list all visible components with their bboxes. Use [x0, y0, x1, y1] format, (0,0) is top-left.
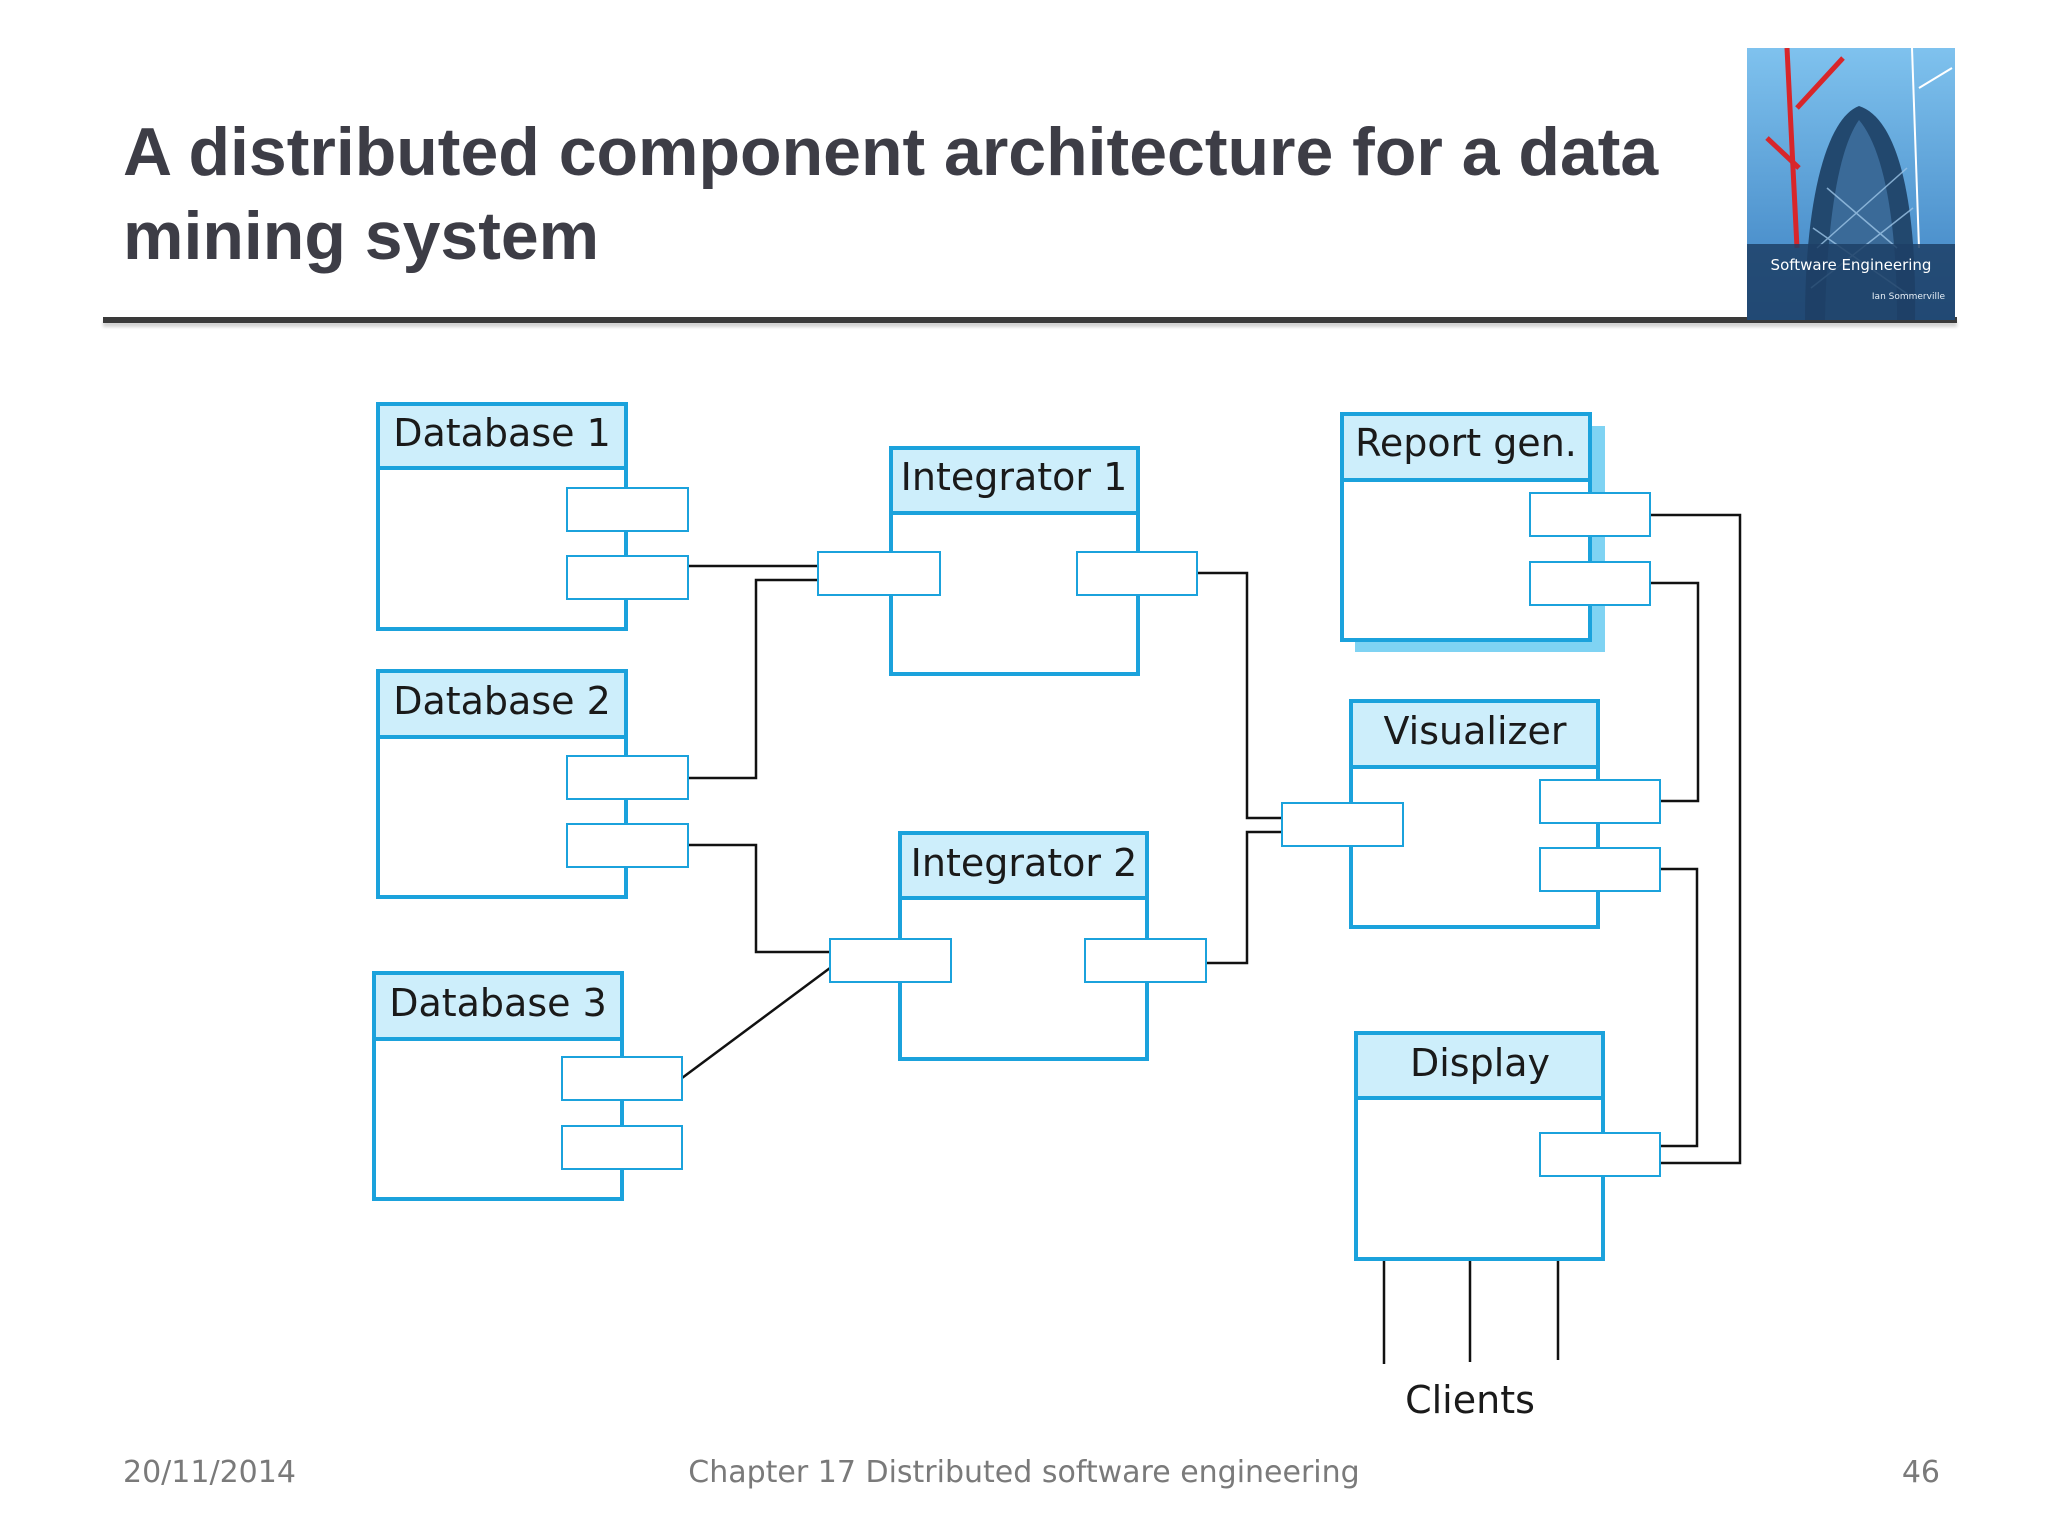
- interface-port: [566, 487, 689, 532]
- interface-port: [1539, 847, 1661, 892]
- component-database-3: Database 3: [372, 971, 683, 1201]
- interface-port: [1539, 779, 1661, 824]
- interface-port: [817, 551, 941, 596]
- interface-port: [829, 938, 952, 983]
- slide-title: A distributed component architecture for…: [123, 114, 1659, 274]
- interface-port: [1529, 492, 1651, 537]
- footer-chapter: Chapter 17 Distributed software engineer…: [688, 1455, 1360, 1490]
- component-label: Visualizer: [1384, 709, 1567, 753]
- component-display: Display: [1354, 1031, 1661, 1261]
- connectors: [681, 513, 1742, 1364]
- link-visualizer-display: [1660, 867, 1699, 1148]
- link-int2-visualizer: [1206, 830, 1282, 965]
- footer-page-number: 46: [1901, 1455, 1940, 1490]
- component-label: Display: [1410, 1041, 1550, 1085]
- interface-port: [566, 555, 689, 600]
- interface-port: [1076, 551, 1198, 596]
- footer-date: 20/11/2014: [123, 1455, 296, 1490]
- interface-port: [561, 1125, 683, 1170]
- interface-port: [1281, 802, 1404, 847]
- component-label: Database 3: [389, 981, 607, 1025]
- component-label: Report gen.: [1355, 421, 1577, 465]
- book-cover-image: Software Engineering Ian Sommerville: [1747, 48, 1955, 320]
- link-int1-visualizer: [1197, 571, 1282, 820]
- interface-port: [566, 755, 689, 800]
- link-db2-int1: [688, 578, 818, 780]
- component-label: Database 1: [393, 411, 611, 455]
- link-db2-int2: [688, 843, 830, 954]
- interface-port: [1084, 938, 1207, 983]
- interface-port: [566, 823, 689, 868]
- interface-port: [1539, 1132, 1661, 1177]
- link-report-visualizer: [1650, 581, 1700, 803]
- component-label: Integrator 2: [911, 841, 1138, 885]
- cover-author: Ian Sommerville: [1871, 292, 1945, 302]
- component-label: Integrator 1: [901, 455, 1128, 499]
- component-database-2: Database 2: [376, 669, 689, 899]
- interface-port: [1529, 561, 1651, 606]
- component-visualizer: Visualizer: [1281, 699, 1661, 929]
- component-integrator-2: Integrator 2: [829, 831, 1207, 1061]
- link-db3-int2: [681, 966, 831, 1080]
- clients-label: Clients: [1405, 1378, 1535, 1422]
- interface-port: [561, 1056, 683, 1101]
- title-divider: [103, 317, 1957, 323]
- component-label: Database 2: [393, 679, 611, 723]
- cover-title: Software Engineering: [1770, 256, 1932, 274]
- book-cover-art: [1747, 48, 1955, 320]
- component-report-gen: Report gen.: [1340, 412, 1651, 642]
- component-database-1: Database 1: [376, 402, 689, 631]
- link-report-display: [1650, 513, 1742, 1165]
- component-integrator-1: Integrator 1: [817, 446, 1198, 676]
